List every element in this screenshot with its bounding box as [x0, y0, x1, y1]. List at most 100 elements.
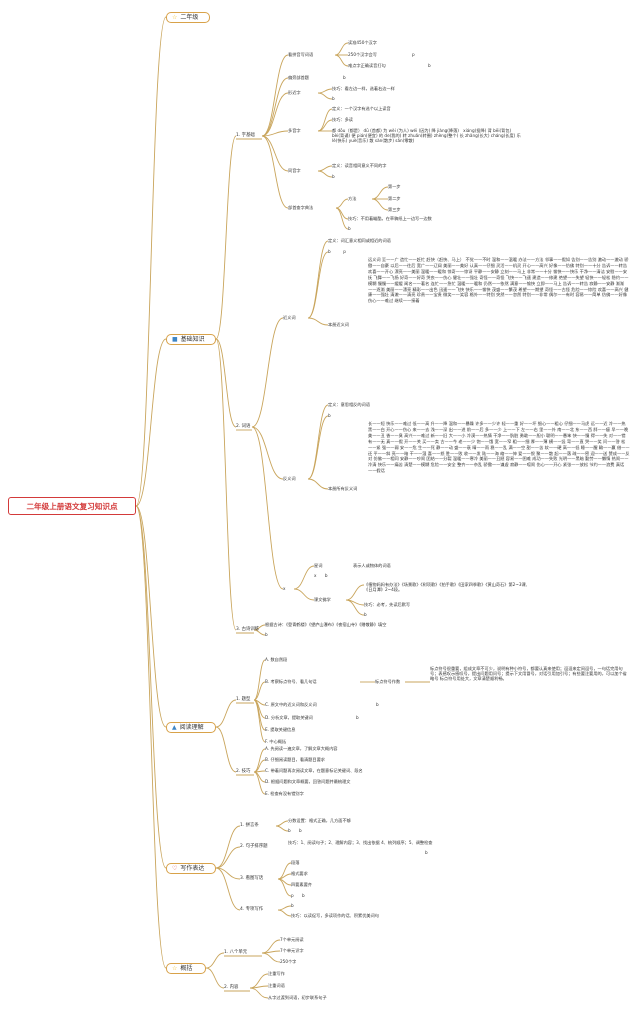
misc-child	[293, 588, 315, 601]
star-word-tag: x b	[314, 573, 328, 578]
multi-child	[317, 119, 333, 132]
w-look-node[interactable]: 3. 看图写话	[240, 876, 264, 881]
skills-e: E. 检查有没有错别字	[265, 791, 304, 796]
reading-to-types	[215, 699, 237, 728]
units-a: 7个单元阅读	[280, 937, 304, 942]
poem-node[interactable]: 课文佛学	[314, 597, 331, 602]
homo-def: 定义：读音相同意义不同的字	[332, 163, 387, 168]
order-node[interactable]: 偏旁部首题	[288, 75, 309, 80]
pinyin-node[interactable]: 看拼音写词语	[288, 52, 314, 57]
branch-reading[interactable]: ▲ 阅读理解	[166, 722, 216, 733]
ant-def: 定义：意思相反的词语	[328, 402, 370, 407]
ant-child	[307, 404, 329, 480]
homo-tag: b	[332, 174, 335, 179]
branch-basics[interactable]: ■ 基础知识	[166, 334, 216, 345]
heart-icon: ♡	[172, 864, 178, 872]
syn-grade-label[interactable]: 本册近义词	[328, 322, 349, 327]
root-to-writing	[135, 505, 167, 869]
pinyin-child	[334, 54, 349, 67]
chars-child	[261, 135, 289, 209]
poem-text: 《植物妈妈有办法》《场景歌》《树项歌》《拍手歌》《田家四季歌》《黄山奇石》第2~…	[364, 582, 530, 593]
ant-node[interactable]: 反义词	[283, 476, 296, 481]
ant-text: 长——短 快乐——难过 低——高 升——降 温和——暴躁 许多——少许 轻——重…	[368, 421, 630, 474]
syn-def: 定义：词汇意义相同或相近的词语	[328, 238, 391, 243]
words-node[interactable]: 2. 词语	[236, 424, 251, 429]
syn-child	[307, 240, 329, 319]
chars-child	[261, 92, 289, 137]
w-look-child	[277, 878, 292, 897]
method-node[interactable]: 部首查字典法	[288, 205, 314, 210]
summary-to-content	[205, 967, 225, 989]
types-c-tag: b	[376, 702, 379, 707]
w-sort-text: 技巧：1、阅读句子；2、理解内容；3、找出依据 4、梳列顺序；5、调整检查	[288, 840, 433, 845]
chars-child	[261, 135, 289, 172]
ant-grade-label[interactable]: 本册所有反义词	[328, 486, 358, 491]
types-child	[253, 659, 266, 701]
ancient-node[interactable]: 3. 古诗训练	[236, 627, 260, 632]
skills-b: B. 仔细阅读题目，看清题目要求	[265, 757, 325, 762]
pinyin-c-tag: b	[428, 63, 431, 68]
pinyin-c: 难点字正确读音打勾	[348, 63, 386, 68]
ant-child	[307, 415, 329, 480]
chars-child	[261, 130, 289, 137]
pinyin-child	[334, 42, 349, 56]
star-icon: ☆	[172, 13, 178, 21]
method-way[interactable]: 方法	[348, 196, 357, 201]
w-special-node[interactable]: 4. 专项写作	[240, 907, 264, 912]
basics-to-ancient	[215, 338, 237, 631]
types-node[interactable]: 1. 题型	[236, 697, 251, 702]
root-to-reading	[135, 505, 167, 728]
star-word-node[interactable]: 星词	[314, 563, 323, 568]
reading-to-skills	[215, 726, 237, 773]
shape-node[interactable]: 形近字	[288, 90, 301, 95]
ant-tag: b	[328, 413, 331, 418]
w-special-tip: 技巧：以读促写，多读项作的话、积累优美词句	[291, 913, 379, 918]
branch-basics-label: 基础知识	[180, 336, 205, 343]
flame-icon: ▲	[172, 723, 177, 731]
multi-node[interactable]: 多音字	[288, 128, 301, 133]
poem-child	[345, 584, 365, 601]
content-a: 注重写作	[268, 971, 285, 976]
types-e: E. 提取关键信息	[265, 727, 296, 732]
w-order-node[interactable]: 1. 拼言条	[240, 823, 259, 828]
chars-child	[261, 54, 289, 137]
branch-writing[interactable]: ♡ 写作表达	[166, 863, 216, 874]
chars-node[interactable]: 1. 字基础	[236, 133, 255, 138]
branch-summary[interactable]: ☆ 概括	[166, 963, 206, 974]
ancient-text: 根据古诗：《登青鹤楼》《望庐山瀑布》《夜宿山寺》《赠敬静》填空	[265, 622, 387, 627]
pinyin-b-tag: p	[412, 52, 415, 57]
branch-writing-label: 写作表达	[180, 865, 205, 872]
w-sort-node[interactable]: 2. 句子排序题	[240, 844, 268, 849]
syn-tags: b p	[328, 249, 346, 254]
types-f: F. 中心概括	[265, 739, 287, 744]
way-child	[371, 186, 389, 200]
misc-node[interactable]: x	[283, 586, 286, 591]
syn-child	[307, 317, 329, 326]
syn-node[interactable]: 近义词	[283, 315, 296, 320]
root-topic[interactable]: 二年级上册语文复习知识点	[8, 497, 136, 515]
words-child	[251, 426, 284, 480]
ant-child	[307, 478, 329, 490]
method-s3: 第三步	[388, 207, 401, 212]
skills-node[interactable]: 2. 技巧	[236, 769, 251, 774]
writing-child	[215, 867, 241, 911]
units-node[interactable]: 1. 八个单元	[224, 950, 248, 955]
w-look-c: 四要素要齐	[291, 882, 312, 887]
punct-node[interactable]: 标点符号作数	[375, 679, 401, 684]
branch-grade[interactable]: ☆ 二年级	[166, 12, 210, 23]
content-node[interactable]: 2. 内容	[224, 985, 239, 990]
shape-tip: 技巧：看左边一样，选着右边一样	[332, 86, 395, 91]
skills-child	[253, 771, 266, 795]
types-a: A. 数自然段	[265, 657, 288, 662]
multi-tip: 技巧：多读	[332, 117, 353, 122]
shape-child	[317, 92, 333, 100]
homo-node[interactable]: 同音字	[288, 168, 301, 173]
star-icon: ☆	[172, 964, 178, 972]
multi-examples: 都 dōu（都是） dū (首都) 为 wèi (为人) wéi (因为) 降 …	[332, 128, 521, 144]
method-tip: 技巧：不用着瞄酷，在草稿纸上一边写一边数	[348, 216, 432, 221]
pinyin-b: 250个汉字会写	[348, 52, 377, 57]
ancient-child	[253, 629, 266, 636]
method-s2: 第二步	[388, 196, 401, 201]
poem-tag: b	[364, 612, 367, 617]
